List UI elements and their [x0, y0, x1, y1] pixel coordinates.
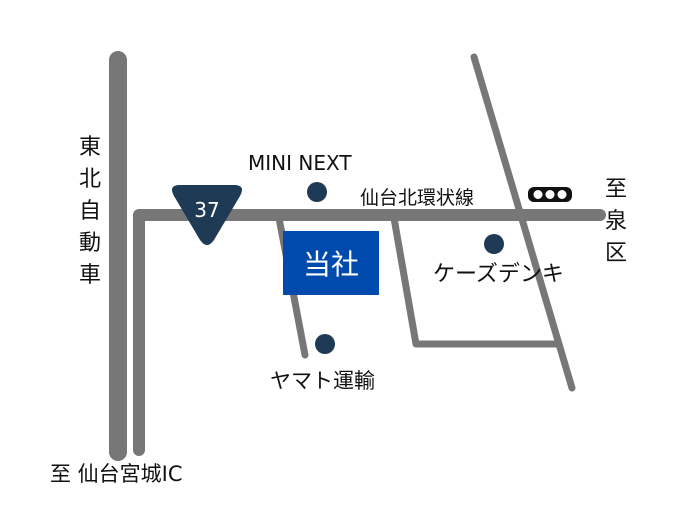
ks-denki-label: ケーズデンキ	[433, 262, 564, 287]
ring-road	[133, 209, 606, 456]
ks-denki-marker	[484, 234, 504, 254]
company-location: 当社	[283, 231, 379, 295]
yamato-marker	[315, 334, 335, 354]
to-izumi-label: 至泉区	[604, 177, 627, 266]
side-road-east	[390, 214, 560, 348]
mini-next-label: MINI NEXT	[248, 151, 352, 175]
yamato-label: ヤマト運輸	[270, 369, 375, 393]
to-ic-label: 至 仙台宮城IC	[50, 462, 183, 486]
diagonal-road	[470, 53, 576, 392]
expressway-label: 東北自動車	[78, 135, 101, 288]
traffic-light-icon	[528, 187, 572, 202]
route-number: 37	[194, 198, 220, 222]
route-shield-icon	[172, 185, 242, 245]
mini-next-marker	[307, 182, 327, 202]
ring-road-label: 仙台北環状線	[360, 187, 475, 209]
